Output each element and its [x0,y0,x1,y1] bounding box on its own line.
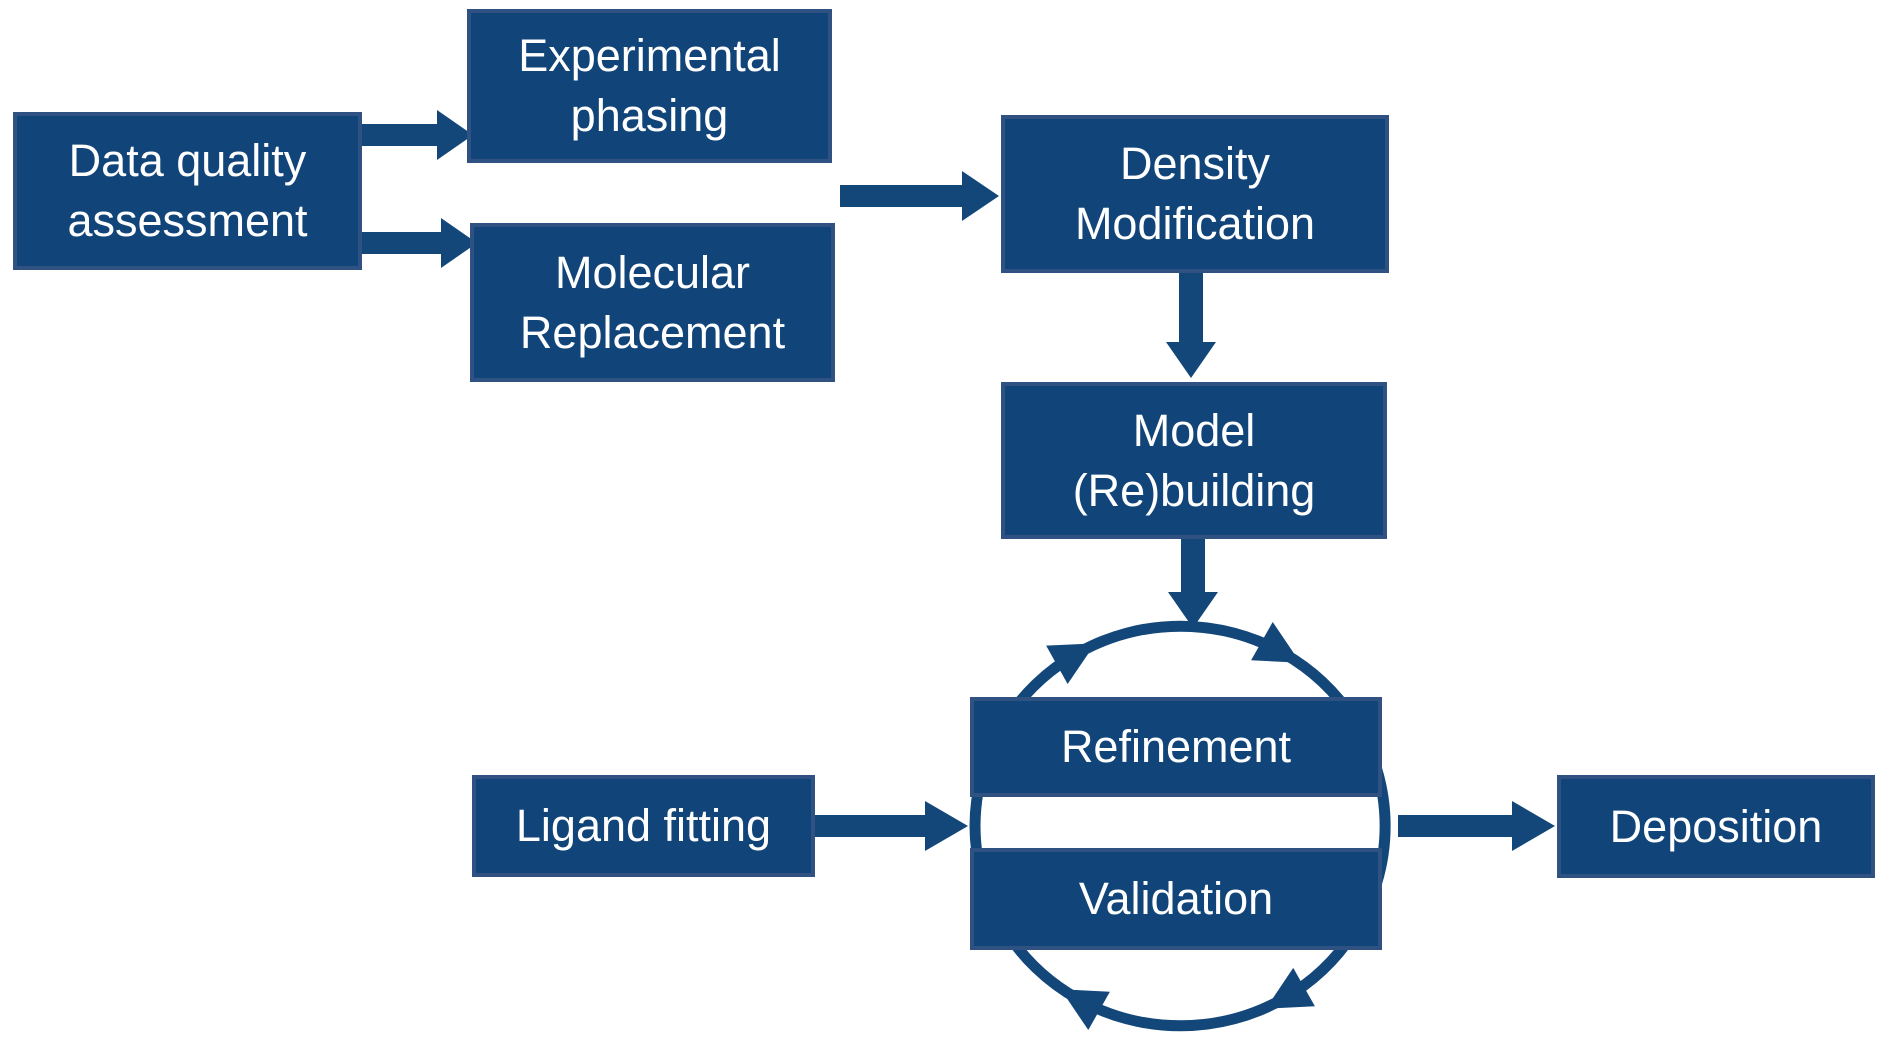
node-label: Validation [1078,873,1274,924]
arrow-density-modification-to-model-rebuilding [1166,273,1216,378]
node-deposition: Deposition [1557,775,1875,878]
node-experimental-phasing: Experimental phasing [467,9,832,163]
node-label: Experimental [518,30,781,81]
node-density-modification: Density Modification [1001,115,1389,273]
node-label: assessment [67,195,308,246]
node-label: Replacement [519,306,786,358]
node-label: (Re)building [1072,464,1316,516]
arrow-ligand-fitting-to-cycle [815,801,968,851]
arrow-model-rebuilding-to-cycle [1168,539,1218,628]
node-label: Data quality [68,135,307,186]
node-refinement: Refinement [970,697,1382,797]
node-label: Deposition [1609,800,1823,852]
cycle-arc-bottom [1060,989,1286,1032]
node-label: Ligand fitting [515,800,772,851]
node-label: Density [1119,138,1271,189]
node-label: Modification [1074,198,1316,249]
arrow-phasing-to-density-modification [840,171,999,221]
node-label: phasing [570,90,729,141]
node-label: Refinement [1060,721,1292,772]
arrow-data-quality-to-experimental-phasing [362,110,473,160]
refinement-validation-cycle-arrow [969,620,1391,1032]
arrow-cycle-to-deposition [1398,801,1555,851]
node-data-quality-assessment: Data quality assessment [13,112,362,270]
node-ligand-fitting: Ligand fitting [472,775,815,877]
cycle-arc-top [1075,620,1301,663]
node-model-rebuilding: Model (Re)building [1001,382,1387,539]
cycle-arc-right-down [1265,648,1391,1009]
node-label: Molecular [554,246,751,298]
node-molecular-replacement: Molecular Replacement [470,223,835,382]
arrow-data-quality-to-molecular-replacement [362,218,477,268]
node-validation: Validation [970,848,1382,950]
node-label: Model [1132,404,1256,456]
